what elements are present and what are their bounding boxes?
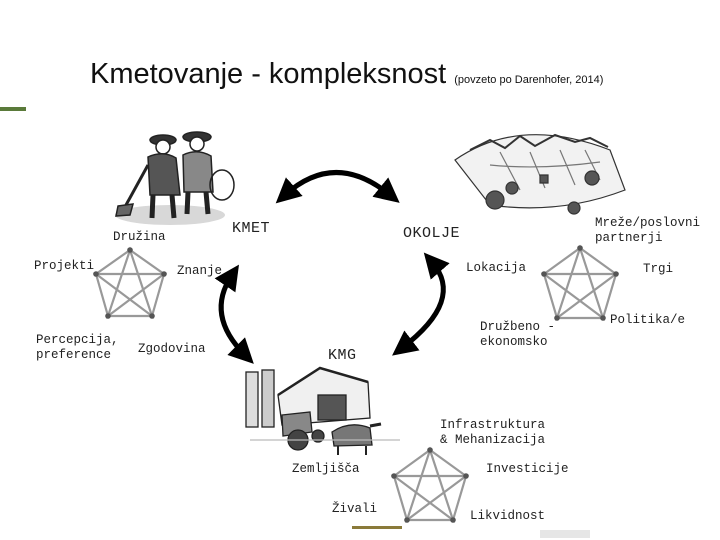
accent-bar <box>0 107 26 111</box>
factor-znanje: Znanje <box>177 264 223 278</box>
factor-percepcija: Percepcija, preference <box>36 333 119 362</box>
arrow-kmet-okolje <box>275 170 400 204</box>
factor-zivali: Živali <box>332 502 378 516</box>
title-source: (povzeto po Darenhofer, 2014) <box>454 74 604 86</box>
factor-projekti: Projekti <box>34 259 95 273</box>
farm-illustration <box>245 366 400 455</box>
factor-politika: Politika/e <box>610 313 686 327</box>
arrow-okolje-kmg <box>392 252 450 356</box>
factor-mreze: Mreže/poslovni partnerji <box>595 216 701 245</box>
footer-bar <box>352 526 402 529</box>
factor-trgi: Trgi <box>643 262 674 276</box>
factor-infrastruktura: Infrastruktura & Mehanizacija <box>440 418 546 447</box>
footer-mark <box>540 530 590 538</box>
node-kmg: KMG <box>328 347 357 364</box>
node-kmet: KMET <box>232 220 271 237</box>
factor-zgodovina: Zgodovina <box>138 342 206 356</box>
arrow-kmet-kmg <box>214 264 254 364</box>
farmers-illustration <box>115 131 235 225</box>
factor-investicije: Investicije <box>486 462 569 476</box>
factor-likvidnost: Likvidnost <box>470 509 546 523</box>
pentagram-network-icon <box>92 246 168 319</box>
factor-druzbeno: Družbeno - ekonomsko <box>480 320 556 349</box>
landscape-illustration <box>454 133 626 215</box>
kmet-network-nodes <box>93 247 167 319</box>
cycle-arrow-icon <box>214 170 450 364</box>
pentagram-network-icon <box>390 446 470 523</box>
factor-lokacija: Lokacija <box>466 261 527 275</box>
okolje-network-nodes <box>541 245 619 321</box>
pentagram-network-icon <box>540 244 620 321</box>
factor-druzina: Družina <box>113 230 166 244</box>
factor-zemljisca: Zemljišča <box>292 462 360 476</box>
node-okolje: OKOLJE <box>403 225 461 242</box>
slide-title: Kmetovanje - kompleksnost (povzeto po Dar… <box>90 58 603 91</box>
kmg-network-nodes <box>391 447 469 523</box>
title-text: Kmetovanje - kompleksnost <box>90 58 447 90</box>
